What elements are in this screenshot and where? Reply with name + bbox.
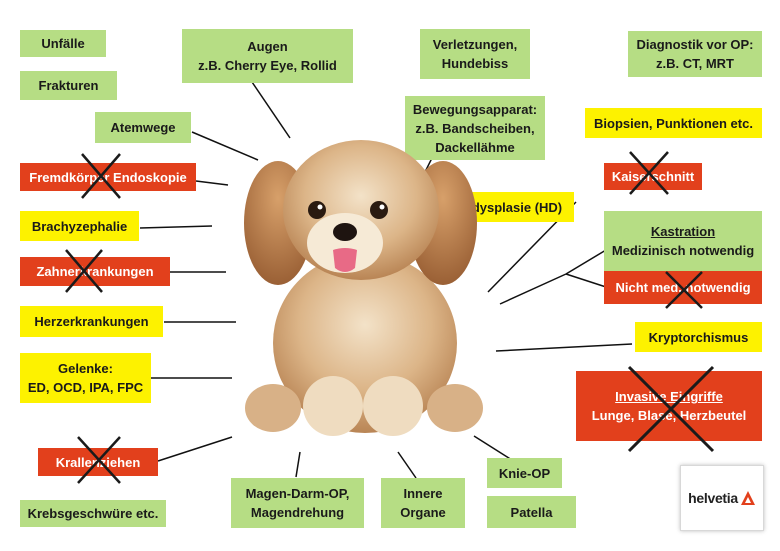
label-unfaelle: Unfälle bbox=[41, 36, 85, 51]
label-verletzungen-1: Verletzungen, bbox=[432, 37, 518, 52]
label-magen-2: Magendrehung bbox=[250, 505, 345, 520]
box-gelenke: Gelenke: ED, OCD, IPA, FPC bbox=[20, 353, 151, 403]
box-patella: Patella bbox=[487, 496, 576, 528]
box-kryptorchismus: Kryptorchismus bbox=[635, 322, 762, 352]
label-knie-op: Knie-OP bbox=[498, 465, 551, 481]
label-gelenke-detail: ED, OCD, IPA, FPC bbox=[27, 380, 144, 395]
cross-mark-zahnerkrankungen bbox=[65, 249, 103, 293]
label-augen-detail: z.B. Cherry Eye, Rollid bbox=[198, 58, 337, 73]
label-diagnostik-1: Diagnostik vor OP: bbox=[636, 37, 754, 52]
label-frakturen: Frakturen bbox=[38, 78, 99, 93]
label-bewegung-1: Bewegungsapparat: bbox=[412, 101, 538, 117]
logo-text: helvetia bbox=[688, 490, 738, 506]
box-herzerkrankungen: Herzerkrankungen bbox=[20, 306, 163, 337]
box-bewegungsapparat: Bewegungsapparat: z.B. Bandscheiben, Dacke… bbox=[405, 96, 545, 160]
label-bewegung-3: Dackellähme bbox=[435, 139, 515, 155]
label-bewegung-2: z.B. Bandscheiben, bbox=[415, 120, 535, 136]
label-invasive-title: Invasive Eingriffe bbox=[615, 389, 723, 404]
box-verletzungen: Verletzungen, Hundebiss bbox=[420, 29, 530, 79]
cross-mark-krallenziehen bbox=[77, 436, 121, 484]
box-knie-op: Knie-OP bbox=[487, 458, 562, 488]
label-innere-1: Innere bbox=[403, 486, 443, 501]
box-magen-darm: Magen-Darm-OP, Magendrehung bbox=[231, 478, 364, 528]
label-verletzungen-2: Hundebiss bbox=[441, 56, 509, 71]
label-gelenke-title: Gelenke: bbox=[58, 361, 113, 376]
helvetia-logo: helvetia bbox=[680, 465, 764, 531]
box-brachyzephalie: Brachyzephalie bbox=[20, 211, 139, 241]
label-innere-2: Organe bbox=[400, 505, 446, 520]
label-invasive-detail: Lunge, Blase, Herzbeutel bbox=[591, 408, 747, 423]
label-diagnostik-2: z.B. CT, MRT bbox=[656, 56, 734, 71]
box-diagnostik: Diagnostik vor OP: z.B. CT, MRT bbox=[628, 31, 762, 77]
label-biopsien: Biopsien, Punktionen etc. bbox=[594, 115, 753, 131]
label-herzerkrankungen: Herzerkrankungen bbox=[34, 314, 149, 329]
cross-mark-fremdkoerper bbox=[81, 153, 121, 199]
box-biopsien: Biopsien, Punktionen etc. bbox=[585, 108, 762, 138]
cross-mark-invasive-eingriffe bbox=[627, 365, 715, 453]
cross-mark-nicht-med bbox=[665, 271, 703, 309]
label-augen-title: Augen bbox=[247, 39, 288, 54]
label-fremdkoerper: Fremdkörper Endoskopie bbox=[29, 169, 187, 185]
box-krebsgeschwuere: Krebsgeschwüre etc. bbox=[20, 500, 166, 527]
label-atemwege: Atemwege bbox=[110, 120, 176, 135]
label-zahnerkrankungen: Zahnerkrankungen bbox=[36, 264, 154, 279]
label-patella: Patella bbox=[510, 504, 553, 520]
box-frakturen: Frakturen bbox=[20, 71, 117, 100]
cross-mark-kaiserschnitt bbox=[629, 151, 669, 195]
label-kastration-medical: Medizinisch notwendig bbox=[611, 243, 755, 258]
dog-illustration bbox=[244, 140, 483, 436]
label-magen-1: Magen-Darm-OP, bbox=[245, 486, 350, 501]
label-kastration-title: Kastration bbox=[650, 224, 716, 239]
box-unfaelle: Unfälle bbox=[20, 30, 106, 57]
box-zahnerkrankungen: Zahnerkrankungen bbox=[20, 257, 170, 286]
box-augen: Augen z.B. Cherry Eye, Rollid bbox=[182, 29, 353, 83]
label-brachyzephalie: Brachyzephalie bbox=[31, 218, 128, 234]
label-kryptorchismus: Kryptorchismus bbox=[648, 329, 749, 345]
label-krebsgeschwuere: Krebsgeschwüre etc. bbox=[27, 506, 159, 521]
box-atemwege: Atemwege bbox=[95, 112, 191, 143]
logo-triangle-icon bbox=[740, 491, 755, 505]
